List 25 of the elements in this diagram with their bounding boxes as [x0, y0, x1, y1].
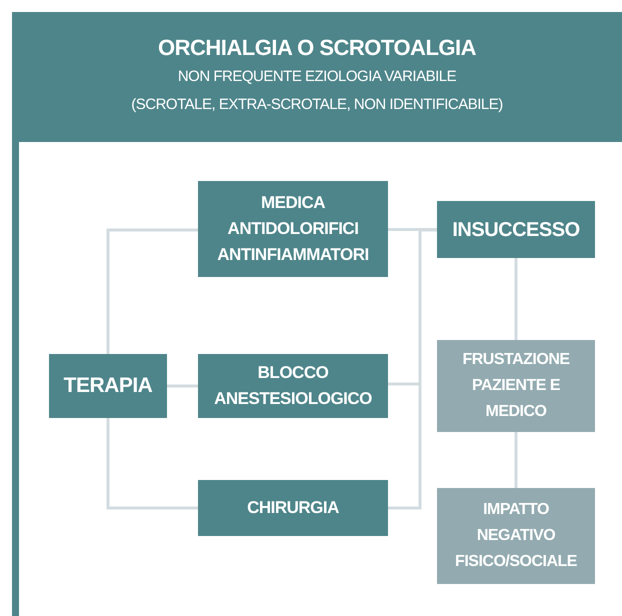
box-label: FRUSTAZIONE PAZIENTE E MEDICO [461, 350, 571, 422]
process-box [49, 354, 167, 418]
box-label: BLOCCO ANESTESIOLOGICO [213, 362, 373, 410]
box-label: MEDICA ANTIDOLORIFICI ANTINFIAMMATORI [216, 192, 370, 266]
connector-line [167, 384, 198, 388]
subheading: NON FREQUENTE EZIOLOGIA VARIABILE [178, 67, 456, 87]
header-band [12, 12, 622, 142]
process-box [198, 480, 388, 536]
outcome-box [437, 201, 595, 258]
process-box [198, 354, 388, 418]
box-label: TERAPIA [64, 373, 152, 399]
connector-line [106, 418, 198, 510]
connector-line [514, 258, 518, 340]
connector-line [388, 228, 437, 510]
box-label: IMPATTO NEGATIVO FISICO/SOCIALE [454, 500, 578, 572]
subheading: (SCROTALE, EXTRA-SCROTALE, NON IDENTIFICABILE) [131, 95, 503, 115]
connector-line [388, 228, 437, 231]
box-label: CHIRURGIA [247, 497, 339, 519]
connector-line [514, 432, 518, 488]
heading: ORCHIALGIA O SCROTOALGIA [158, 35, 476, 61]
outcome-box [437, 488, 595, 584]
box-label: INSUCCESSO [452, 218, 580, 242]
connector-line [106, 228, 198, 354]
process-box [198, 181, 388, 277]
outcome-box [437, 340, 595, 432]
